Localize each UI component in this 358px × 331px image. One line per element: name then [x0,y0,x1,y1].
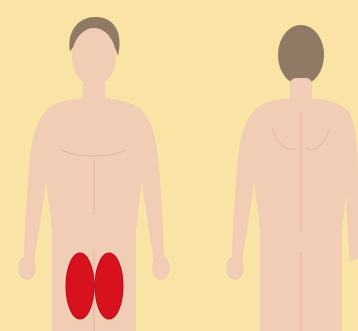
front-head [72,28,116,86]
front-left-thigh-highlight [66,253,94,319]
front-figure [18,17,170,331]
front-right-thigh-highlight [95,253,123,319]
back-head [278,25,324,85]
back-left-hand [226,256,244,280]
front-left-hand [18,256,36,280]
front-right-hand [152,256,170,280]
back-figure [226,25,358,331]
